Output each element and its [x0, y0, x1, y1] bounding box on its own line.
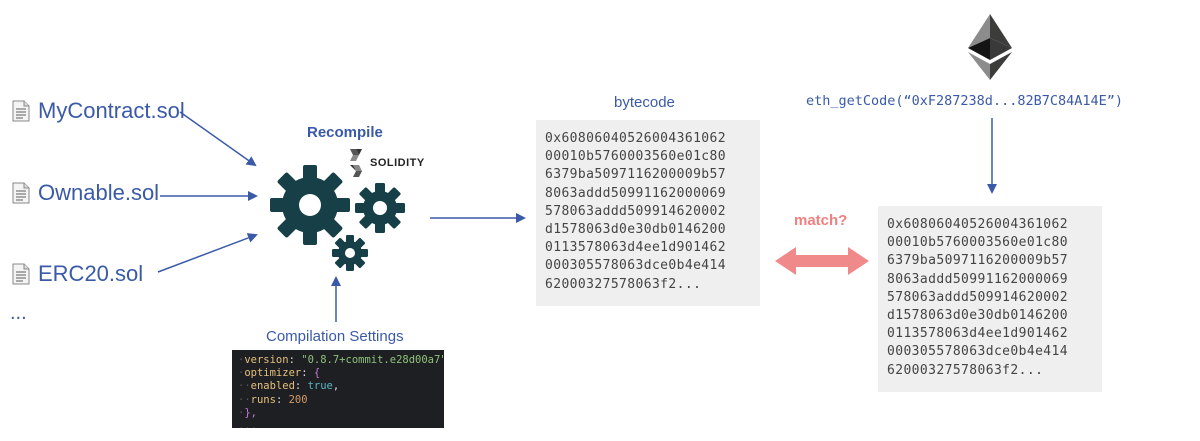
- solidity-logo: SOLIDITY: [346, 148, 425, 178]
- arrow-mycontract-to-compiler: [179, 111, 257, 167]
- settings-key: optimizer: [244, 367, 302, 380]
- match-label: match?: [794, 212, 848, 229]
- file-name: ERC20.sol: [38, 261, 144, 286]
- more-files-ellipsis: ...: [10, 302, 27, 324]
- arrow-erc20-to-compiler: [157, 233, 258, 273]
- onchain-bytecode-box: 0x60806040526004361062 00010b5760003560e…: [878, 206, 1102, 392]
- file-name: Ownable.sol: [38, 180, 160, 205]
- compilation-settings-label: Compilation Settings: [266, 328, 404, 345]
- settings-key: runs: [250, 393, 276, 406]
- bytecode-box: 0x60806040526004361062 00010b5760003560e…: [536, 120, 760, 306]
- settings-close: },: [244, 406, 257, 419]
- ethereum-icon: [968, 14, 1012, 80]
- settings-key: version: [244, 354, 289, 366]
- recompile-label: Recompile: [307, 124, 383, 141]
- document-icon: [12, 100, 30, 122]
- document-icon: [12, 263, 30, 285]
- file-item-erc20: ERC20.sol: [12, 261, 143, 287]
- file-item-ownable: Ownable.sol: [12, 180, 159, 206]
- solidity-icon: [350, 149, 362, 177]
- bytecode-label: bytecode: [614, 94, 675, 111]
- settings-value: 200: [288, 393, 308, 406]
- settings-value: "0.8.7+commit.e28d00a7": [301, 354, 444, 366]
- file-item-mycontract: MyContract.sol: [12, 98, 185, 124]
- file-name: MyContract.sol: [38, 98, 185, 123]
- compilation-settings-code: ·version: "0.8.7+commit.e28d00a7", ·opti…: [232, 350, 444, 428]
- solidity-label: SOLIDITY: [370, 157, 425, 169]
- settings-more: ...: [238, 420, 257, 428]
- gears-icon: [270, 165, 405, 271]
- settings-key: enabled: [250, 380, 295, 393]
- get-code-call: eth_getCode(“0xF287238d...82B7C84A14E”): [806, 93, 1123, 109]
- match-double-arrow: [775, 247, 869, 275]
- settings-value: true: [307, 380, 333, 393]
- document-icon: [12, 182, 30, 204]
